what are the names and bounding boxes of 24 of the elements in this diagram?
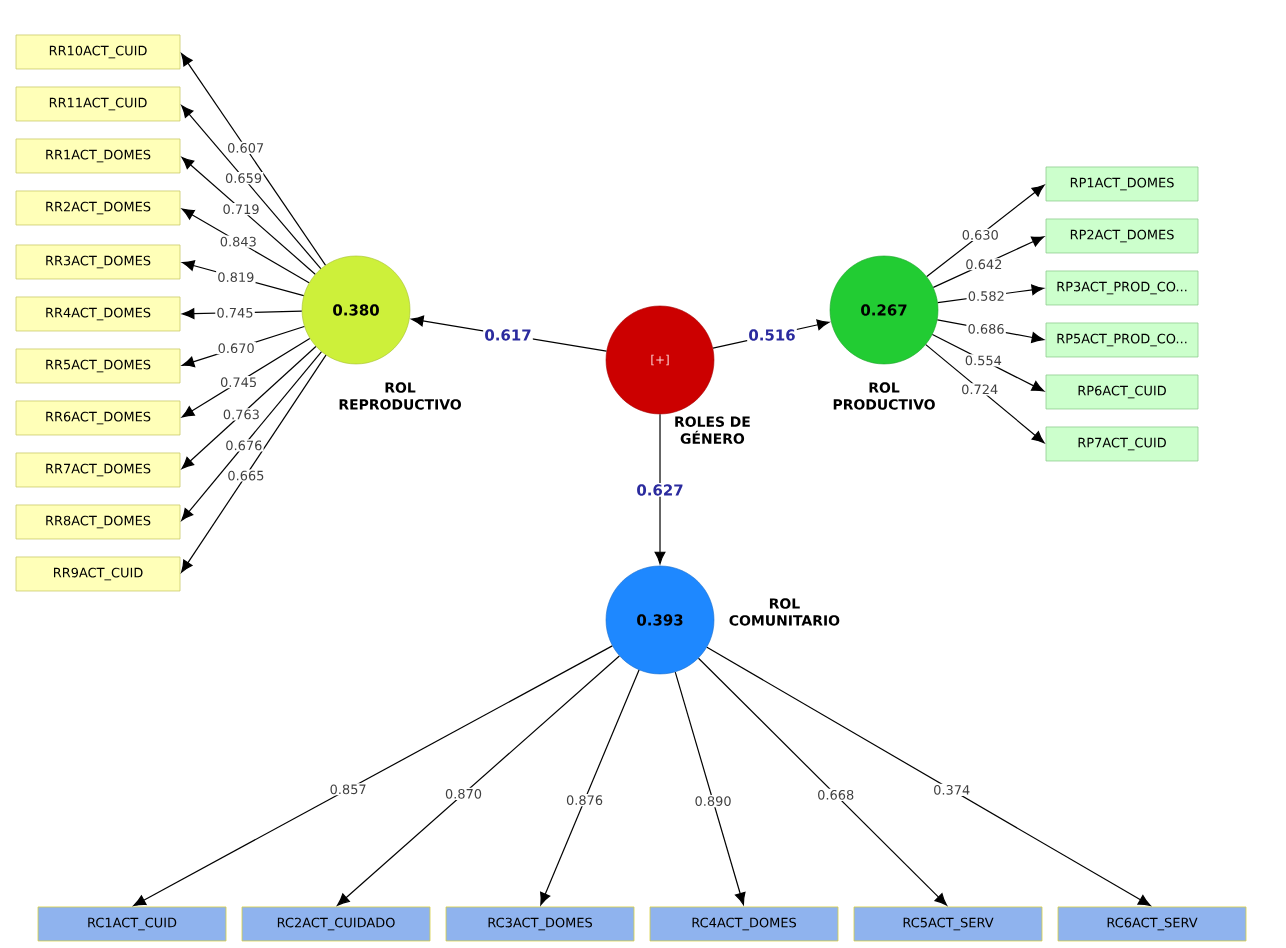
arrow [181, 345, 317, 470]
arrow [654, 413, 666, 565]
arrow [181, 354, 327, 573]
arrow [932, 236, 1045, 288]
arrow [937, 284, 1045, 304]
arrow [936, 319, 1045, 343]
arrow [181, 260, 305, 297]
arrow [133, 645, 613, 907]
arrow [181, 53, 327, 266]
arrow [181, 105, 322, 270]
arrow [181, 325, 305, 368]
arrow [181, 351, 322, 521]
arrow [931, 333, 1045, 392]
arrow [181, 208, 310, 284]
arrow [925, 344, 1045, 444]
arrow [697, 657, 948, 906]
arrow [706, 646, 1151, 907]
arrow [181, 337, 311, 418]
arrow [337, 655, 620, 906]
arrow [926, 184, 1045, 278]
arrow [674, 671, 746, 906]
arrow [181, 156, 316, 275]
arrow [540, 669, 640, 906]
arrow [182, 308, 303, 320]
